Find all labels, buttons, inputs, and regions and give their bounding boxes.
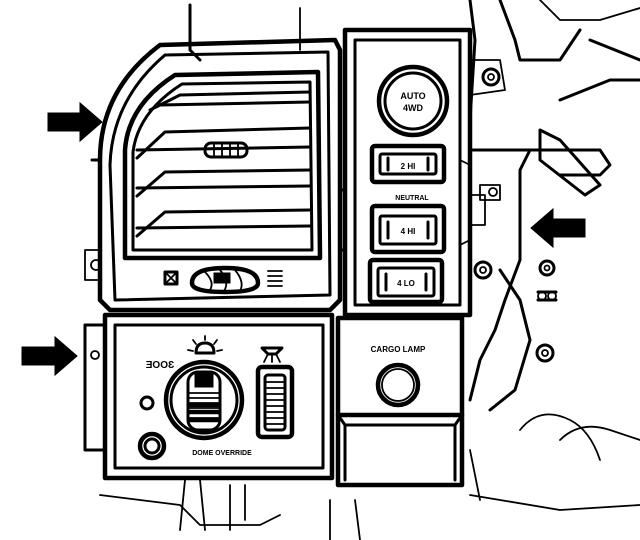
headlamp-rotary-knob[interactable] [163,359,245,441]
callout-arrow-headlamp [21,335,78,377]
transfer-case-panel: AUTO 4WD 2 HI NEUTRAL 4 HI 4 LO [338,27,506,318]
indicator-led-icon [139,395,155,411]
auto-4wd-label: AUTO [400,91,425,101]
auto-4wd-label-2: 4WD [403,103,424,113]
four-hi-label: 4 HI [401,227,416,236]
vent-adjust-wheel[interactable] [189,265,261,295]
dash-screw-icon [535,343,555,363]
two-hi-button[interactable]: 2 HI [369,143,447,185]
cargo-lamp-button[interactable] [375,362,421,408]
panel-screw-icon [481,67,501,87]
park-lamp-label: ƎOOƐ [146,360,175,371]
four-lo-label: 4 LO [397,279,415,288]
callout-arrow-transfer-case [530,207,586,249]
vent-control-row [163,265,283,295]
auto-4wd-button[interactable]: AUTO 4WD [376,64,450,138]
air-vent-louvers[interactable] [122,69,323,261]
panel-screw-icon-2 [473,260,493,280]
four-hi-button[interactable]: 4 HI [369,203,447,255]
dome-override-label: DOME OVERRIDE [192,450,252,457]
vent-closed-icon [163,270,179,286]
dome-lamp-icon [260,346,284,363]
cargo-lamp-panel: CARGO LAMP [335,315,465,488]
neutral-label: NEUTRAL [395,195,429,202]
headlamp-switch-panel: ƎOOƐ DOME OVERRIDE [83,312,335,481]
dashboard-background [99,0,640,540]
vent-thumb-knob[interactable] [203,141,249,159]
cargo-lamp-label: CARGO LAMP [371,345,426,354]
headlamp-sun-icon [187,335,223,355]
air-vent-housing [84,37,343,313]
dome-override-button[interactable] [137,431,167,461]
dash-bolt-icon [538,259,556,277]
four-lo-button[interactable]: 4 LO [367,257,445,305]
vent-open-icon [267,270,283,287]
two-hi-label: 2 HI [401,162,416,171]
panel-dimmer-thumbwheel[interactable] [255,364,295,440]
callout-arrow-vent [47,101,103,143]
